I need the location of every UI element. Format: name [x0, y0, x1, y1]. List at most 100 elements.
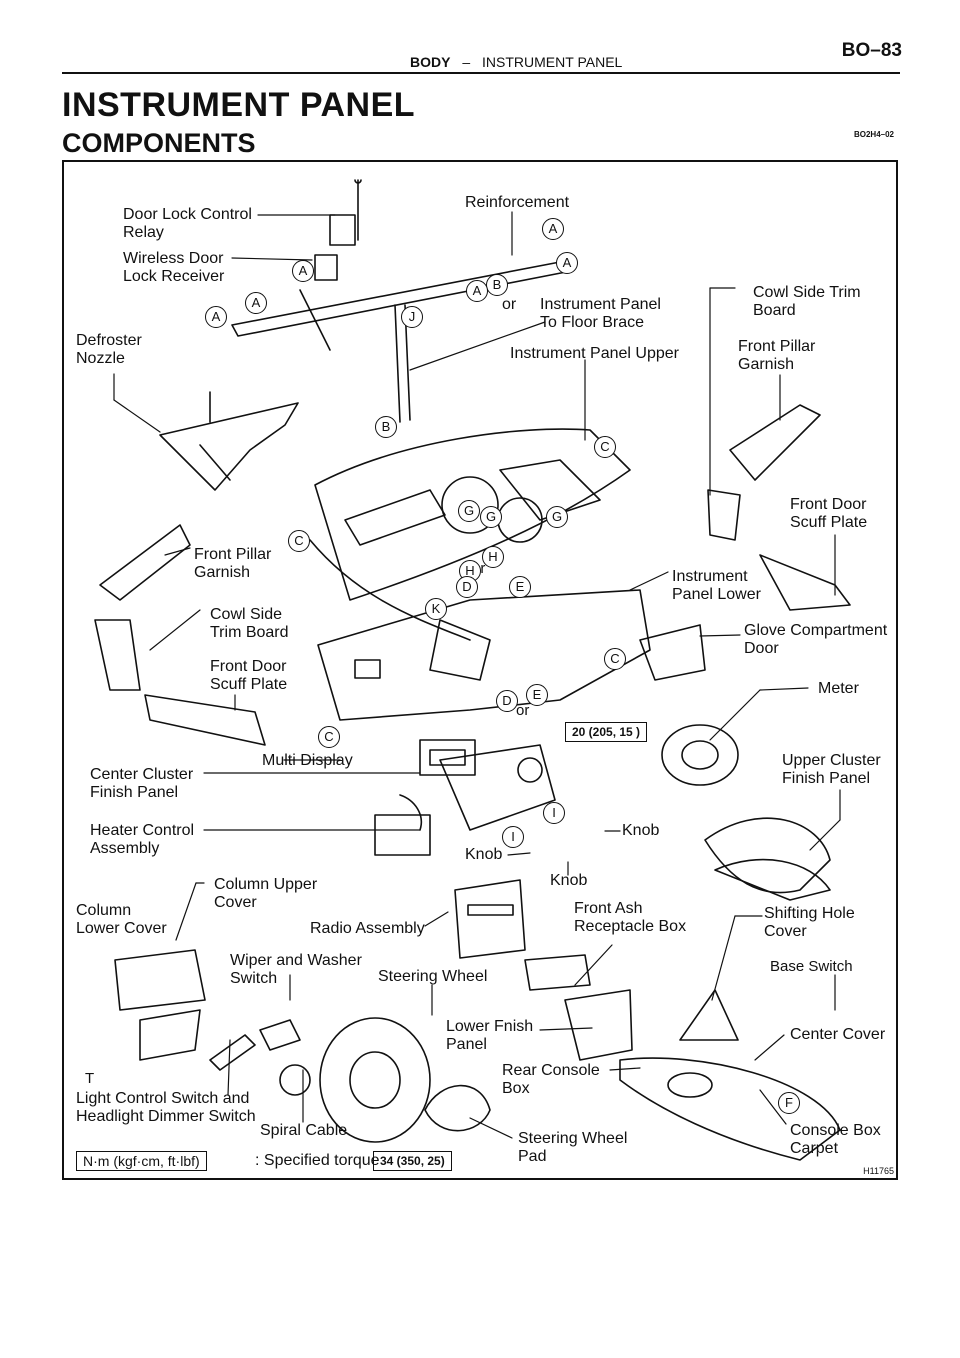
label-t-mark: T	[85, 1070, 95, 1087]
callout-marker: B	[486, 274, 508, 296]
label-meter: Meter	[818, 680, 859, 697]
label-front-pillar-garnish-left: Front Pillar Garnish	[194, 546, 272, 581]
label-upper-cluster: Upper Cluster Finish Panel	[782, 752, 881, 787]
label-front-door-scuff-left: Front Door Scuff Plate	[210, 658, 288, 693]
callout-marker: A	[292, 260, 314, 282]
shift-boot	[679, 989, 739, 1041]
glove-compartment-door	[639, 624, 706, 681]
callout-marker: I	[543, 802, 565, 824]
callout-marker: E	[526, 684, 548, 706]
shifting-hole-cover	[714, 858, 831, 901]
steering-pad-part	[424, 1084, 491, 1132]
callout-marker: J	[401, 306, 423, 328]
rear-console-part	[619, 1057, 841, 1161]
callout-marker: A	[542, 218, 564, 240]
label-heater-control: Heater Control Assembly	[90, 822, 195, 857]
running-header: BODY – INSTRUMENT PANEL	[410, 54, 622, 70]
label-steering-wheel: Steering Wheel	[378, 968, 488, 985]
page-number: BO–83	[841, 40, 902, 61]
callout-marker: C	[594, 436, 616, 458]
label-base-switch: Base Switch	[770, 958, 853, 975]
label-multi-display: Multi Display	[262, 752, 353, 769]
label-lower-finish: Lower Fnish Panel	[446, 1018, 534, 1053]
label-cowl-side-trim-left: Cowl Side Trim Board	[210, 606, 289, 641]
instrument-panel-lower	[317, 589, 651, 721]
callout-marker: A	[466, 280, 488, 302]
label-center-cluster: Center Cluster Finish Panel	[90, 766, 194, 801]
callout-marker: F	[778, 1092, 800, 1114]
callout-marker: G	[458, 500, 480, 522]
callout-marker: H	[482, 546, 504, 568]
callout-marker: D	[456, 576, 478, 598]
chapter-name: INSTRUMENT PANEL	[482, 54, 623, 70]
radio-part	[454, 879, 526, 959]
reinforcement-beam	[231, 179, 567, 423]
label-door-lock-relay: Door Lock Control Relay	[123, 206, 252, 241]
label-center-cover: Center Cover	[790, 1026, 886, 1043]
page-subtitle: COMPONENTS	[62, 128, 256, 158]
label-light-control: Light Control Switch and Headlight Dimme…	[76, 1090, 256, 1125]
page-title: INSTRUMENT PANEL	[62, 86, 416, 124]
label-or-3: or	[516, 702, 530, 719]
torque-legend-text: : Specified torque	[255, 1152, 380, 1169]
label-knob-2: Knob	[465, 846, 503, 863]
figure-frame	[62, 160, 898, 1180]
label-column-upper: Column Upper Cover	[214, 876, 318, 911]
column-covers	[114, 949, 206, 1061]
callout-marker: G	[480, 506, 502, 528]
label-front-ash: Front Ash Receptacle Box	[574, 900, 687, 935]
label-glove-door: Glove Compartment Door	[744, 622, 888, 657]
left-trim-parts	[94, 524, 266, 746]
label-ip-floor-brace: Instrument Panel To Floor Brace	[540, 296, 661, 331]
label-rear-console: Rear Console Box	[502, 1062, 600, 1097]
callout-marker: A	[245, 292, 267, 314]
callout-marker: C	[318, 726, 340, 748]
lower-finish-panel	[564, 989, 633, 1061]
torque-value-meter: 20 (205, 15 )	[565, 722, 648, 742]
defroster-nozzle	[159, 391, 299, 491]
callout-marker: A	[556, 252, 578, 274]
document-code: BO2H4–02	[853, 130, 894, 139]
torque-legend-unit: N·m (kgf·cm, ft·lbf)	[76, 1151, 207, 1171]
right-trim-parts	[707, 404, 851, 611]
label-spiral-cable: Spiral Cable	[260, 1122, 348, 1139]
heater-control-part	[374, 794, 431, 856]
header-dash: –	[462, 54, 471, 70]
switch-parts	[209, 1019, 311, 1096]
callout-marker: I	[502, 826, 524, 848]
callout-marker: C	[288, 530, 310, 552]
label-wireless-receiver: Wireless Door Lock Receiver	[123, 250, 225, 285]
instrument-panel-upper	[309, 428, 631, 641]
figure-code: H11765	[863, 1166, 894, 1176]
callout-marker: A	[205, 306, 227, 328]
label-knob-1: Knob	[622, 822, 660, 839]
ash-box-part	[524, 954, 591, 991]
callout-marker: G	[546, 506, 568, 528]
label-knob-3: Knob	[550, 872, 588, 889]
center-cluster-panel	[439, 744, 556, 831]
section-name: BODY	[410, 54, 451, 70]
label-column-lower: Column Lower Cover	[76, 902, 167, 937]
label-defroster-nozzle: Defroster Nozzle	[76, 332, 142, 367]
steering-wheel-part	[319, 1017, 431, 1143]
label-reinforcement: Reinforcement	[465, 194, 570, 211]
header-rule	[62, 72, 900, 74]
meter-part	[661, 724, 739, 786]
label-radio: Radio Assembly	[310, 920, 425, 937]
label-steering-pad: Steering Wheel Pad	[518, 1130, 628, 1165]
upper-cluster-panel	[704, 817, 831, 894]
torque-value-steering: 34 (350, 25)	[373, 1151, 452, 1171]
label-ip-lower: Instrument Panel Lower	[672, 568, 761, 603]
callout-marker: B	[375, 416, 397, 438]
label-front-door-scuff-right: Front Door Scuff Plate	[790, 496, 868, 531]
label-cowl-side-trim-board-right: Cowl Side Trim Board	[753, 284, 861, 319]
label-ip-upper: Instrument Panel Upper	[510, 345, 679, 362]
callout-marker: C	[604, 648, 626, 670]
label-shifting-hole: Shifting Hole Cover	[764, 905, 855, 940]
callout-marker: K	[425, 598, 447, 620]
callout-marker: D	[496, 690, 518, 712]
label-or: or	[502, 296, 517, 313]
leader-lines	[113, 211, 841, 1139]
label-front-pillar-garnish-right: Front Pillar Garnish	[738, 338, 816, 373]
